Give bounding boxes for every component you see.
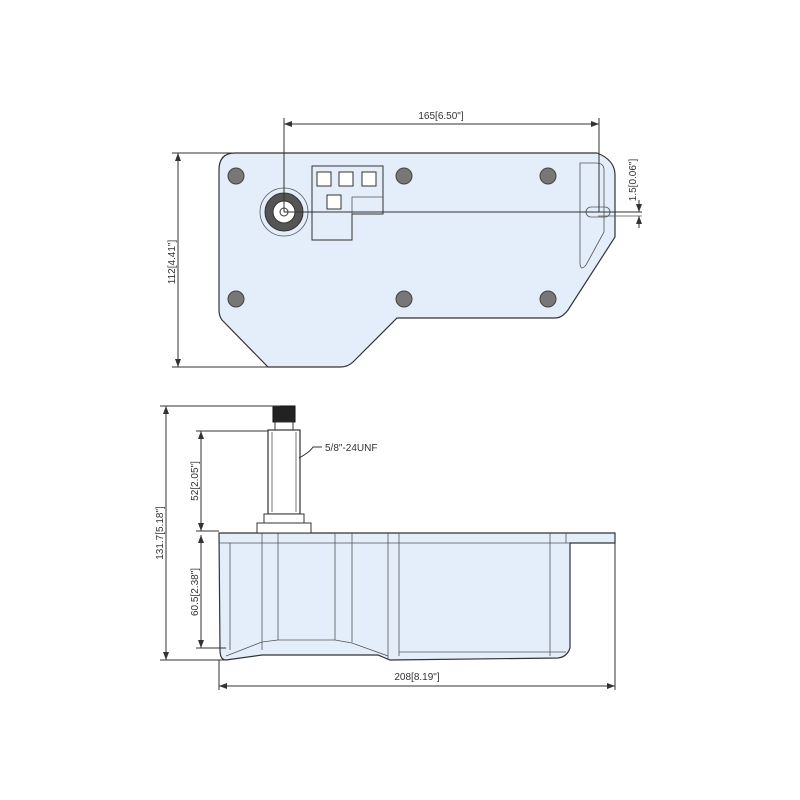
thread-callout: 5/8"-24UNF — [298, 443, 377, 459]
bolt-icon — [227, 167, 245, 185]
dim-width-label: 165[6.50"] — [418, 111, 463, 122]
side-view: 5/8"-24UNF 131.7[5.18"] 52[2.05"] 60.5[2… — [155, 405, 616, 690]
dimension-112: 112[4.41"] — [167, 152, 268, 368]
dimension-1.5: 1.5[0.06"] — [284, 159, 642, 228]
top-view: 165[6.50"] 112[4.41"] 1.5[0.06"] — [167, 111, 642, 368]
dim-slot-label: 1.5[0.06"] — [628, 159, 639, 202]
shaft-knob — [272, 405, 296, 423]
dimension-131.7: 131.7[5.18"] — [155, 405, 280, 661]
connector-block — [311, 165, 384, 241]
dimension-60.5: 60.5[2.38"] — [190, 535, 226, 649]
bolt-icon — [395, 290, 413, 308]
dimension-165: 165[6.50"] — [283, 111, 600, 212]
bolt-icon — [227, 290, 245, 308]
adjustment-slot — [579, 162, 605, 269]
dim-height-label: 112[4.41"] — [167, 240, 178, 285]
mounting-plate — [218, 152, 616, 368]
bolts — [227, 167, 557, 308]
terminal-icon — [338, 171, 354, 187]
bolt-icon — [539, 167, 557, 185]
bolt-icon — [395, 167, 413, 185]
terminal-icon — [361, 171, 377, 187]
thread-label: 5/8"-24UNF — [325, 443, 377, 454]
bolt-icon — [539, 290, 557, 308]
dim-body-label: 60.5[2.38"] — [190, 568, 201, 616]
dimension-52: 52[2.05"] — [190, 430, 268, 532]
dimension-208: 208[8.19"] — [218, 543, 616, 690]
shaft-nut — [263, 513, 305, 524]
motor-body — [218, 532, 616, 661]
dim-shaft-label: 52[2.05"] — [190, 461, 201, 501]
dim-total-height-label: 131.7[5.18"] — [155, 506, 166, 560]
dim-length-label: 208[8.19"] — [394, 672, 439, 683]
shaft — [256, 405, 312, 534]
terminal-icon — [326, 194, 342, 210]
terminal-icon — [316, 171, 332, 187]
